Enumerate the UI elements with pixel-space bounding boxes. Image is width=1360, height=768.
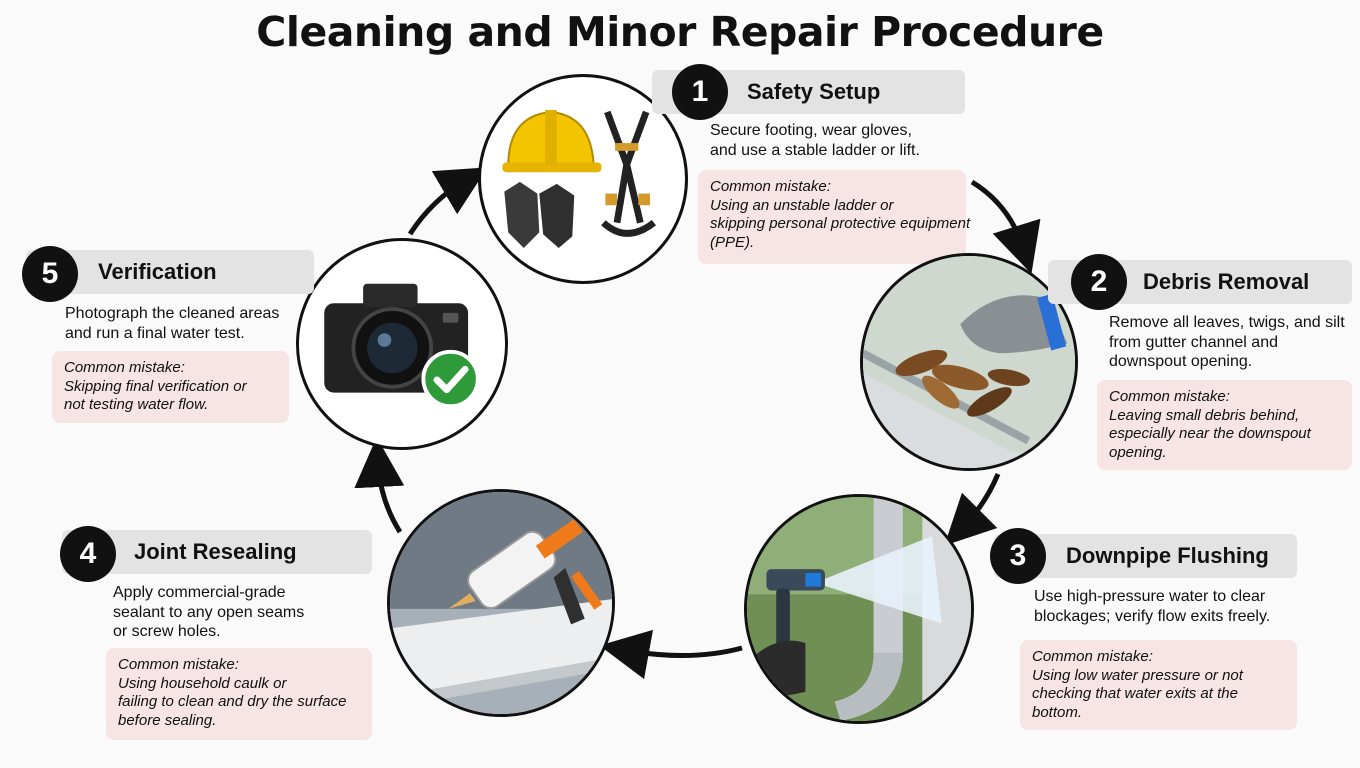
text-line: from gutter channel and	[1109, 333, 1278, 351]
arrow-step1-to-step2	[970, 179, 1041, 274]
step-3-description: Use high-pressure water to clear blockag…	[1034, 587, 1270, 626]
step-5-mistake-label: Common mistake:	[64, 359, 185, 376]
step-5-badge: 5	[22, 246, 78, 302]
step-3-title: Downpipe Flushing	[1066, 543, 1269, 568]
spray-nozzle-icon	[747, 569, 825, 697]
step-4-description: Apply commercial-grade sealant to any op…	[113, 583, 304, 642]
safety-harness-icon	[601, 110, 657, 237]
text-line: or screw holes.	[113, 623, 221, 640]
hard-hat-icon	[502, 110, 602, 173]
text-line: failing to clean and dry the surface	[118, 693, 347, 710]
text-line: especially near the downspout	[1109, 425, 1311, 442]
text-line: Apply commercial-grade	[113, 584, 286, 601]
step-5-description: Photograph the cleaned areas and run a f…	[65, 304, 279, 343]
step-3-mistake-label: Common mistake:	[1032, 648, 1153, 665]
step-4-title: Joint Resealing	[134, 539, 297, 564]
gloved-hand-icon	[960, 293, 1068, 354]
page-title: Cleaning and Minor Repair Procedure	[256, 8, 1104, 56]
text-line: Using an unstable ladder or	[710, 196, 894, 214]
arrow-step3-to-step4	[599, 629, 743, 680]
step-2-mistake-box: Common mistake: Leaving small debris beh…	[1097, 380, 1352, 470]
caulk-gun-icon	[448, 518, 603, 625]
text-line: before sealing.	[118, 711, 217, 729]
step-2-image	[860, 253, 1078, 471]
text-line: and run a final water test.	[65, 324, 245, 342]
step-4-badge: 4	[60, 526, 116, 582]
step-4-image	[387, 489, 615, 717]
text-line: bottom.	[1032, 703, 1083, 721]
gloves-icon	[504, 181, 575, 248]
step-1-title: Safety Setup	[747, 79, 881, 104]
step-1-mistake-label: Common mistake:	[710, 178, 831, 195]
text-line: and use a stable ladder or lift.	[710, 141, 920, 159]
step-3-image	[744, 494, 974, 724]
leaves-icon	[895, 349, 1030, 417]
step-4-mistake-label: Common mistake:	[118, 656, 239, 673]
step-1-mistake-box: Common mistake: Using an unstable ladder…	[698, 170, 971, 264]
text-line: Using low water pressure or not	[1032, 666, 1243, 684]
step-5-title: Verification	[98, 259, 217, 284]
text-line: Secure footing, wear gloves,	[710, 122, 912, 139]
text-line: checking that water exits at the	[1032, 685, 1238, 702]
step-1-description: Secure footing, wear gloves, and use a s…	[710, 121, 920, 160]
text-line: Leaving small debris behind,	[1109, 406, 1300, 424]
step-3-badge: 3	[990, 528, 1046, 584]
text-line: opening.	[1109, 443, 1167, 461]
step-2-mistake-label: Common mistake:	[1109, 388, 1230, 405]
text-line: skipping personal protective equipment	[710, 215, 971, 232]
text-line: sealant to any open seams	[113, 603, 305, 621]
text-line: Photograph the cleaned areas	[65, 305, 280, 322]
arrow-step5-to-step1	[407, 167, 488, 236]
text-line: Use high-pressure water to clear	[1034, 588, 1266, 605]
step-5-image	[296, 238, 508, 450]
water-jet-icon	[815, 535, 942, 624]
step-4-mistake-box: Common mistake: Using household caulk or…	[106, 648, 372, 740]
text-line: blockages; verify flow exits freely.	[1034, 607, 1271, 625]
text-line: Skipping final verification or	[64, 377, 247, 395]
text-line: (PPE).	[710, 233, 755, 251]
gutter-icon	[390, 599, 612, 709]
checkmark-icon	[421, 349, 480, 409]
text-line: Remove all leaves, twigs, and silt	[1109, 314, 1345, 331]
step-2-description: Remove all leaves, twigs, and silt from …	[1109, 313, 1345, 372]
step-3-mistake-box: Common mistake: Using low water pressure…	[1020, 640, 1297, 730]
text-line: Using household caulk or	[118, 674, 287, 692]
step-2-badge: 2	[1071, 254, 1127, 310]
step-1-badge: 1	[672, 64, 728, 120]
step-2-title: Debris Removal	[1143, 269, 1310, 294]
text-line: downspout opening.	[1109, 353, 1253, 370]
step-1-image	[478, 74, 688, 284]
step-5-mistake-box: Common mistake: Skipping final verificat…	[52, 351, 289, 423]
text-line: not testing water flow.	[64, 396, 209, 413]
